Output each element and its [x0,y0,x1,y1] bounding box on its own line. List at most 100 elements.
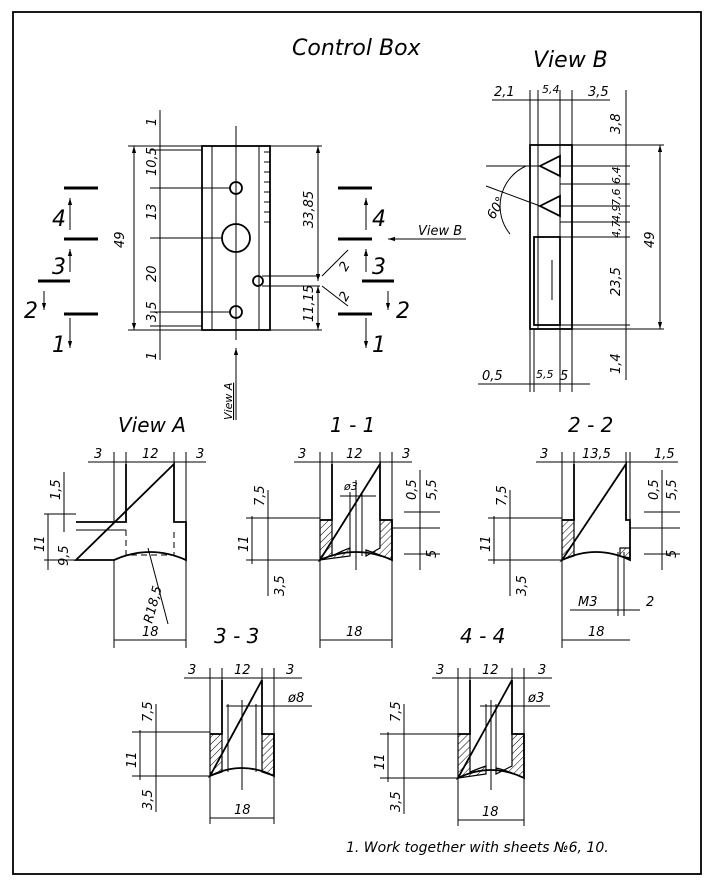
dim-22-right-1: 0,5 [647,479,662,500]
dim-main-left-1: 1 [145,118,160,126]
cut-label-1-right: 1 [372,333,386,358]
dim-22-right-3: 5 [665,550,680,558]
dim-b-right-7: 1,4 [609,353,624,374]
drawing-title: Control Box [292,36,422,61]
cut-label-4-left: 4 [52,207,66,232]
dim-a-radius: R18,5 [141,584,165,625]
dim-33-top-2: 12 [234,663,251,678]
section-2-2: 3 13,5 1,5 7,5 11 3,5 0,5 5,5 5 M3 2 18 [479,447,680,648]
dim-main-left-2: 10,5 [145,147,160,176]
dim-b-right-1: 3,8 [609,113,624,134]
view-b-title: View B [533,48,608,73]
dim-b-bottom-3: 5 [560,369,568,384]
dim-b-top-1: 2,1 [494,85,515,100]
dim-main-left-4: 20 [145,265,160,282]
dim-11-bottom: 18 [346,625,363,640]
dim-a-left-2: 11 [33,535,48,552]
dim-b-right-5: 4,7 [610,221,623,239]
main-view: 49 1 10,5 13 20 3,5 1 33,85 11,15 2 2 Vi… [113,110,466,420]
dim-a-top-2: 12 [142,447,159,462]
dim-44-top-2: 12 [482,663,499,678]
section-4-4-title: 4 - 4 [460,624,505,648]
view-b-arrow-label: View B [418,224,462,239]
dim-b-angle: 60° [484,195,509,222]
cut-label-3-right: 3 [372,255,386,280]
dim-b-right-4: 4,9 [610,205,623,223]
section-2-2-title: 2 - 2 [568,413,613,437]
dim-main-left-5: 3,5 [145,301,160,322]
dim-22-top-3: 1,5 [654,447,675,462]
dim-33-hole: ø8 [287,691,304,706]
view-a-arrow-label: View A [222,383,235,420]
dim-22-thread: M3 [578,595,598,610]
dim-b-right-3: 7,6 [610,189,623,207]
section-4-4: 3 12 3 ø3 7,5 11 3,5 18 [373,663,552,826]
dim-11-top-2: 12 [346,447,363,462]
dim-44-left-1: 7,5 [389,701,404,722]
dim-22-top-1: 3 [540,447,548,462]
dim-22-thread-len: 2 [646,595,654,610]
section-1-1: 3 12 3 ø3 7,5 11 3,5 0,5 5,5 5 18 [237,447,440,648]
dim-44-hole: ø3 [527,691,544,706]
drawing-note: 1. Work together with sheets №6, 10. [346,840,609,856]
dim-b-top-2: 5,4 [542,83,560,96]
dim-44-top-3: 3 [538,663,546,678]
cut-label-4-right: 4 [372,207,386,232]
dim-22-left-3: 3,5 [515,575,530,596]
dim-11-top-3: 3 [402,447,410,462]
section-1-1-title: 1 - 1 [330,413,375,437]
dim-a-bottom: 18 [142,625,159,640]
cut-marks-right: 4 3 2 1 [338,186,410,358]
dim-main-left-6: 1 [145,352,160,360]
dim-main-right-2: 11,15 [302,285,317,322]
section-3-3-title: 3 - 3 [214,624,259,648]
dim-44-left-3: 3,5 [389,791,404,812]
dim-11-right-1: 0,5 [405,479,420,500]
dim-main-left-3: 13 [145,203,160,220]
dim-33-left-2: 11 [125,751,140,768]
dim-main-right-3: 2 [336,259,353,274]
dim-11-right-2: 5,5 [425,479,440,500]
dim-11-right-3: 5 [425,550,440,558]
dim-a-top-1: 3 [94,447,102,462]
dim-11-left-3: 3,5 [273,575,288,596]
dim-overall-height: 49 [113,231,128,248]
dim-22-bottom: 18 [588,625,605,640]
dim-main-right-1: 33,85 [302,191,317,228]
dim-22-left-1: 7,5 [495,485,510,506]
dim-33-left-3: 3,5 [141,789,156,810]
dim-33-left-1: 7,5 [141,701,156,722]
dim-b-top-3: 3,5 [588,85,609,100]
cut-label-3-left: 3 [52,255,66,280]
dim-22-right-2: 5,5 [665,479,680,500]
view-b: 2,1 5,4 3,5 49 3,8 6,4 7,6 4,9 4,7 23,5 … [478,83,664,392]
dim-b-bottom-1: 0,5 [482,369,503,384]
cut-label-2-right: 2 [396,299,410,324]
section-3-3: 3 12 3 ø8 7,5 11 3,5 18 [125,663,312,824]
dim-11-top-1: 3 [298,447,306,462]
dim-a-top-3: 3 [196,447,204,462]
dim-22-left-2: 11 [479,535,494,552]
dim-44-top-1: 3 [436,663,444,678]
dim-44-bottom: 18 [482,805,499,820]
dim-22-top-2: 13,5 [582,447,611,462]
sheet-frame [12,11,702,875]
dim-main-right-4: 2 [336,289,353,304]
cut-label-1-left: 1 [52,333,66,358]
dim-33-top-3: 3 [286,663,294,678]
dim-b-right-6: 23,5 [609,267,624,296]
dim-a-left-3: 9,5 [57,545,72,566]
dim-33-top-1: 3 [188,663,196,678]
dim-44-left-2: 11 [373,753,388,770]
dim-b-right-2: 6,4 [610,167,623,185]
dim-11-left-2: 11 [237,535,252,552]
dim-b-bottom-2: 5,5 [536,368,554,381]
view-a-title: View A [118,413,186,437]
dim-a-left-1: 1,5 [49,479,64,500]
dim-11-left-1: 7,5 [253,485,268,506]
view-a: 3 12 3 1,5 11 9,5 R18,5 18 [33,447,206,648]
dim-11-hole: ø3 [343,480,358,493]
dim-33-bottom: 18 [234,803,251,818]
dim-b-overall: 49 [643,231,658,248]
